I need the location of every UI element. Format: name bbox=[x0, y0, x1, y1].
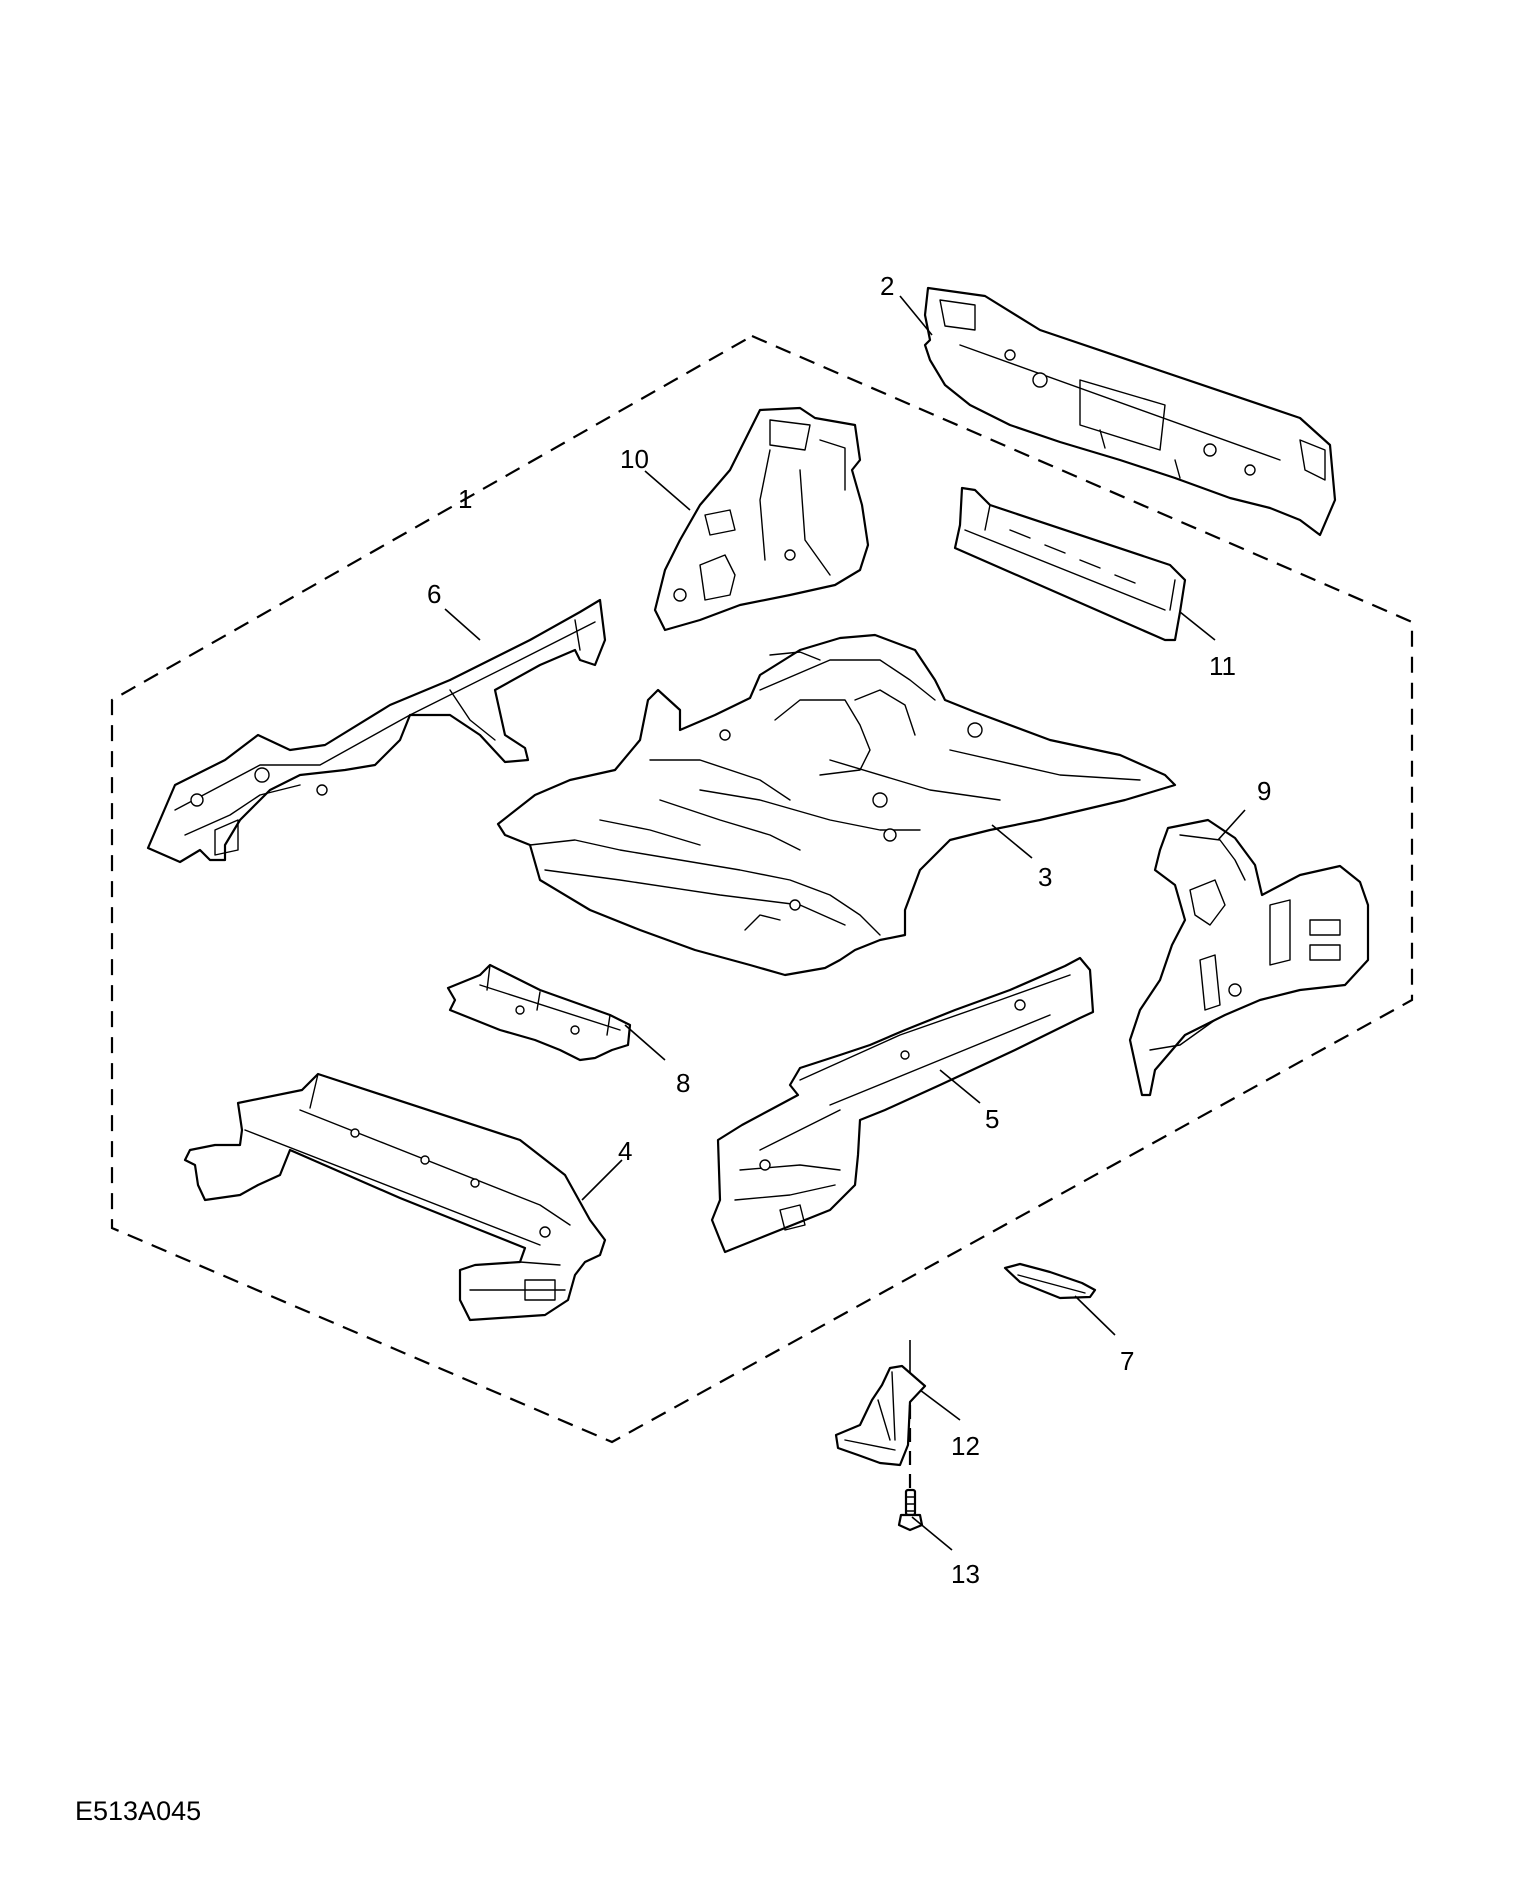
callout-7: 7 bbox=[1120, 1346, 1134, 1376]
part-12-support-bracket bbox=[834, 1340, 927, 1488]
part-10-wheelhouse bbox=[653, 406, 870, 632]
callout-11: 11 bbox=[1209, 651, 1236, 681]
leader-lines bbox=[444, 295, 1246, 1551]
callout-5: 5 bbox=[985, 1104, 999, 1134]
part-8-bracket bbox=[446, 963, 632, 1062]
callout-3: 3 bbox=[1038, 862, 1052, 892]
callout-8: 8 bbox=[676, 1068, 690, 1098]
callout-9: 9 bbox=[1257, 776, 1271, 806]
part-4-rear-crossmember bbox=[183, 1072, 607, 1322]
figure-reference-code: E513A045 bbox=[75, 1796, 202, 1826]
callout-10: 10 bbox=[620, 444, 649, 474]
part-9-right-wheelhouse bbox=[1128, 818, 1370, 1097]
part-11-crossmember bbox=[953, 486, 1187, 642]
callout-4: 4 bbox=[618, 1136, 632, 1166]
callout-2: 2 bbox=[880, 271, 894, 301]
part-5-right-rail bbox=[710, 956, 1095, 1254]
callout-1: 1 bbox=[458, 484, 472, 514]
part-13-bolt bbox=[897, 1488, 924, 1532]
part-2-rear-panel bbox=[923, 286, 1337, 537]
callout-6: 6 bbox=[427, 579, 441, 609]
kit-boundary-dashed bbox=[110, 334, 1414, 1444]
callout-labels: 1 2 3 4 5 6 7 8 9 10 11 12 13 bbox=[427, 271, 1271, 1589]
part-3-floor-pan bbox=[496, 633, 1177, 977]
callout-13: 13 bbox=[951, 1559, 980, 1589]
part-7-cover-plate bbox=[1003, 1262, 1097, 1300]
part-6-left-rail bbox=[146, 598, 607, 864]
callout-12: 12 bbox=[951, 1431, 980, 1461]
